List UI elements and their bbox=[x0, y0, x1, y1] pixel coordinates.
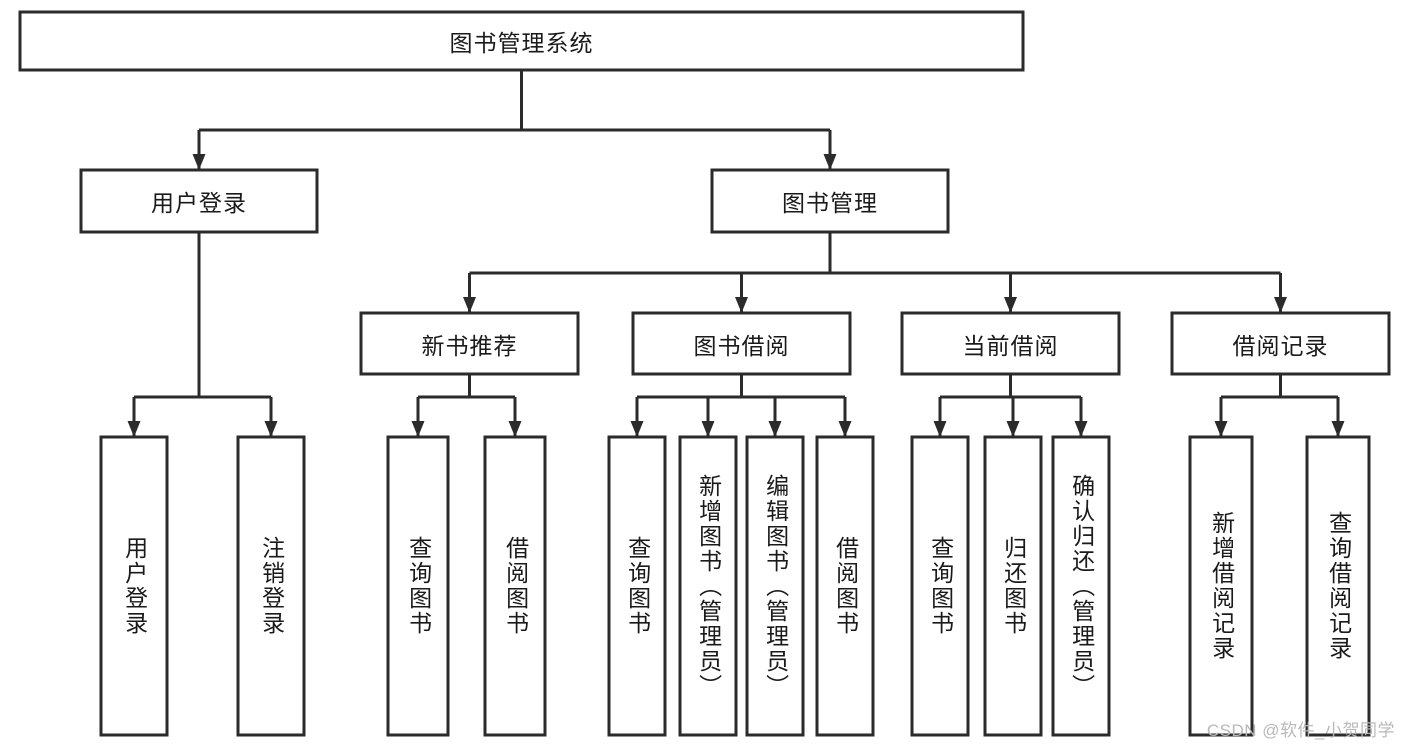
arrow-head-user-login-0 bbox=[127, 421, 141, 437]
node-box-layer bbox=[18, 10, 1391, 737]
node-box-leaf-query-book-3[interactable] bbox=[910, 435, 970, 737]
arrow-head-borrow-record-0 bbox=[1214, 421, 1228, 437]
node-box-new-book-rec[interactable] bbox=[359, 311, 580, 376]
arrow-head-book-manage-3 bbox=[1274, 297, 1287, 313]
node-box-leaf-query-book-2[interactable] bbox=[607, 435, 667, 737]
arrow-head-book-manage-0 bbox=[463, 297, 476, 313]
arrow-head-borrow-record-1 bbox=[1331, 421, 1345, 437]
arrow-head-new-book-rec-1 bbox=[508, 421, 522, 437]
node-box-borrow-record[interactable] bbox=[1170, 311, 1391, 376]
node-box-leaf-add-record[interactable] bbox=[1188, 435, 1254, 737]
arrow-head-current-borrow-1 bbox=[1006, 421, 1020, 437]
arrow-head-book-manage-2 bbox=[1004, 297, 1017, 313]
arrow-head-book-manage-1 bbox=[735, 297, 748, 313]
node-box-leaf-user-login[interactable] bbox=[99, 435, 169, 737]
node-box-root[interactable] bbox=[18, 10, 1025, 72]
node-box-leaf-confirm-return[interactable] bbox=[1051, 435, 1111, 737]
arrow-head-root-0 bbox=[192, 154, 206, 170]
arrow-head-user-login-1 bbox=[264, 421, 278, 437]
node-box-current-borrow[interactable] bbox=[900, 311, 1121, 376]
arrow-head-root-1 bbox=[823, 154, 837, 170]
connector-layer bbox=[127, 70, 1345, 437]
node-box-book-manage[interactable] bbox=[710, 168, 950, 234]
arrow-head-new-book-rec-0 bbox=[411, 421, 425, 437]
arrow-head-book-borrow-1 bbox=[701, 421, 715, 437]
node-box-user-login[interactable] bbox=[79, 168, 319, 234]
node-box-leaf-add-book[interactable] bbox=[678, 435, 738, 737]
node-box-leaf-edit-book[interactable] bbox=[745, 435, 805, 737]
arrow-head-book-borrow-3 bbox=[838, 421, 852, 437]
node-box-leaf-query-record[interactable] bbox=[1305, 435, 1371, 737]
watermark: CSDN @软件_小贺同学 bbox=[1206, 721, 1395, 740]
arrow-head-book-borrow-0 bbox=[630, 421, 644, 437]
node-box-leaf-return-book[interactable] bbox=[983, 435, 1043, 737]
node-box-leaf-borrow-book-1[interactable] bbox=[483, 435, 547, 737]
node-box-leaf-query-book-1[interactable] bbox=[386, 435, 450, 737]
arrow-head-current-borrow-0 bbox=[933, 421, 947, 437]
node-box-book-borrow[interactable] bbox=[631, 311, 852, 376]
arrow-head-current-borrow-2 bbox=[1074, 421, 1088, 437]
node-box-leaf-borrow-book-2[interactable] bbox=[815, 435, 875, 737]
arrow-head-book-borrow-2 bbox=[768, 421, 782, 437]
node-box-leaf-user-logout[interactable] bbox=[236, 435, 306, 737]
